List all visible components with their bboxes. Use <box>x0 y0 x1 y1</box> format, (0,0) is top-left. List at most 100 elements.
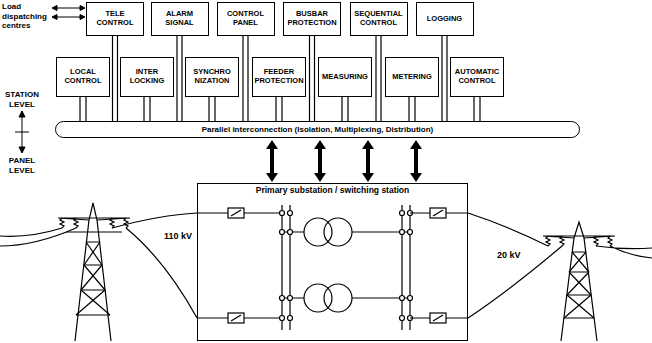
substation-schematic-part <box>228 313 244 323</box>
connector <box>113 36 118 121</box>
bus-wire <box>247 36 248 121</box>
arrow-shaft <box>270 148 274 174</box>
arrowhead <box>266 173 278 182</box>
substation-schematic-part <box>280 211 413 321</box>
arrowhead <box>314 173 326 182</box>
function-box: LOCAL CONTROL <box>56 57 110 97</box>
bus-wire <box>117 36 118 121</box>
arrowhead <box>362 140 374 149</box>
bus-wire <box>79 97 80 121</box>
substation-schematic-part <box>197 213 282 318</box>
mv-tower-part <box>564 252 594 318</box>
box-label: CONTROL PANEL <box>219 10 273 27</box>
data-link-arrow <box>314 140 326 182</box>
arrowhead <box>314 140 326 149</box>
substation-schematic-part <box>231 210 241 216</box>
box-label: SEQUENTIAL CONTROL <box>352 10 406 27</box>
box-label: SYNCHRO NIZATION <box>187 68 237 85</box>
level-arrow <box>15 111 29 153</box>
substation-schematic-part <box>410 213 468 318</box>
box-label: FEEDER PROTECTION <box>254 68 304 85</box>
function-box: TELE CONTROL <box>86 2 144 36</box>
connector <box>80 97 86 121</box>
dispatch-arrows-part <box>56 17 81 18</box>
mv-tower-part <box>468 213 652 318</box>
data-link-arrow <box>362 140 374 182</box>
bus-wire <box>143 97 144 121</box>
substation-schematic-part-part <box>288 211 293 216</box>
mv-tower-part <box>564 252 594 318</box>
substation-schematic-part-part <box>400 230 405 235</box>
box-label: METERING <box>392 73 432 82</box>
bus-wire <box>414 97 415 121</box>
level-arrow-part <box>19 111 25 117</box>
box-label: AUTOMATIC CONTROL <box>452 68 502 85</box>
connector <box>144 97 150 121</box>
function-box: METERING <box>385 57 439 97</box>
dispatch-arrows-part <box>80 15 85 20</box>
dispatch-label: Load dispatching centres <box>2 2 52 31</box>
connector <box>177 36 182 121</box>
substation-schematic-part-part <box>288 296 293 301</box>
dispatch-arrows-part <box>80 6 85 11</box>
connector <box>342 97 348 121</box>
bus-wire <box>214 97 215 121</box>
data-link-arrow <box>266 140 278 182</box>
connector <box>276 97 282 121</box>
connector <box>310 36 315 121</box>
box-label: LOGGING <box>427 15 462 24</box>
level-arrow-part <box>15 132 29 133</box>
bus-wire <box>380 36 381 121</box>
connector <box>442 36 447 121</box>
bus-wire <box>309 36 310 121</box>
connector <box>376 36 381 121</box>
function-box: BUSBAR PROTECTION <box>283 2 341 36</box>
substation-schematic-part-part <box>408 296 413 301</box>
bus-wire <box>275 97 276 121</box>
substation-schematic-part-part <box>280 316 285 321</box>
function-box: FEEDER PROTECTION <box>252 57 306 97</box>
substation-schematic-part-part <box>280 211 285 216</box>
substation-title: Primary substation / switching station <box>256 186 410 196</box>
arrowhead <box>410 173 422 182</box>
bus-wire <box>441 36 442 121</box>
bus-wire <box>341 97 342 121</box>
hv-tower-part <box>76 242 110 315</box>
bus-wire <box>176 36 177 121</box>
arrowhead <box>266 140 278 149</box>
box-label: TELE CONTROL <box>88 10 142 27</box>
bus-wire <box>181 36 182 121</box>
arrow-shaft <box>366 148 370 174</box>
function-box: SEQUENTIAL CONTROL <box>350 2 408 36</box>
bus-wire <box>242 36 243 121</box>
dispatch-arrows-part <box>52 6 57 11</box>
box-label: ALARM SIGNAL <box>153 10 207 27</box>
substation-schematic-part <box>430 313 446 323</box>
function-box: LOGGING <box>416 2 474 36</box>
box-label: LOCAL CONTROL <box>58 68 108 85</box>
mv-tower <box>468 213 652 341</box>
bus-wire <box>112 36 113 121</box>
data-link-arrow <box>410 140 422 182</box>
bus-wire <box>281 97 282 121</box>
substation-schematic-part <box>231 315 241 321</box>
hv-tower <box>0 203 197 341</box>
substation-schematic-part <box>324 218 352 246</box>
level-label: STATION LEVEL <box>0 90 44 110</box>
bus-wire <box>149 97 150 121</box>
function-box: INTER LOCKING <box>120 57 174 97</box>
connector <box>209 97 215 121</box>
bus-wire <box>85 97 86 121</box>
mv-tower-part <box>546 236 612 246</box>
substation-schematic-part-part <box>408 230 413 235</box>
substation-schematic-part <box>324 284 352 312</box>
bus-wire <box>375 36 376 121</box>
level-label: PANEL LEVEL <box>0 156 44 176</box>
function-box: AUTOMATIC CONTROL <box>450 57 504 97</box>
substation-schematic-part <box>282 232 410 298</box>
substation-schematic-part <box>430 208 446 218</box>
substation-schematic-part-part <box>288 316 293 321</box>
